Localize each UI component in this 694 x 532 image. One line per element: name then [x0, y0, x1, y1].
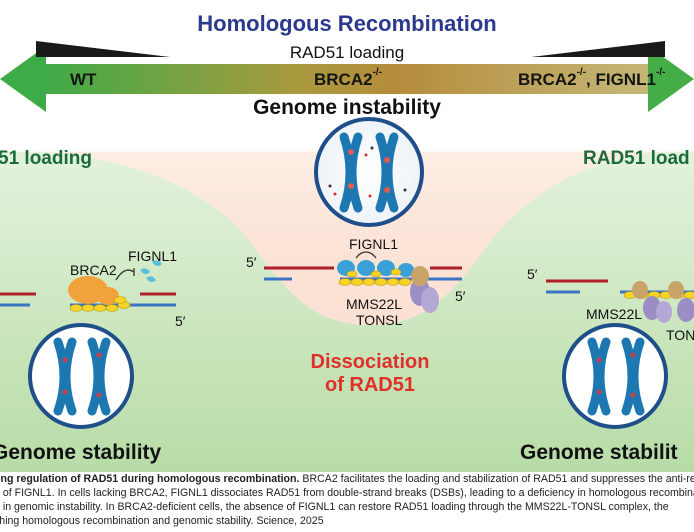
- wt-label: WT: [70, 70, 97, 89]
- double-null-label: BRCA2-/-, FIGNL1-/-: [518, 67, 666, 89]
- figure-caption: ting regulation of RAD51 during homologo…: [0, 472, 694, 528]
- center-five-prime-left: 5′: [246, 254, 257, 270]
- right-five-prime: 5′: [527, 266, 538, 282]
- center-mms22l-label: MMS22L: [346, 296, 403, 312]
- right-chromosomes: [587, 337, 645, 416]
- right-tonsl-label: TON: [666, 327, 694, 343]
- dissociation-line-2: of RAD51: [324, 374, 415, 396]
- left-genome-stability: Genome stability: [0, 441, 162, 464]
- green-valley: [0, 150, 694, 472]
- caption-line-1: ting regulation of RAD51 during homologo…: [0, 473, 694, 485]
- caption-line-3: g in genomic instability. In BRCA2-defic…: [0, 501, 669, 513]
- rad51-loading-bar: [40, 64, 654, 94]
- center-five-prime-right: 5′: [455, 288, 466, 304]
- left-rad51-loading: 51 loading: [0, 148, 92, 169]
- brca2-label: BRCA2: [70, 262, 117, 278]
- brca2-null-label: BRCA2-/-: [314, 67, 383, 89]
- left-chromosomes: [53, 337, 111, 416]
- figure-title: Homologous Recombination: [197, 11, 497, 36]
- dissociation-line-1: Dissociation: [310, 351, 430, 373]
- right-wedge: [531, 41, 665, 57]
- right-arrow-head: [648, 46, 694, 112]
- genome-instability-label: Genome instability: [253, 96, 441, 119]
- rad51-loading-label: RAD51 loading: [289, 43, 405, 62]
- left-wedge: [36, 41, 170, 57]
- caption-line-2: n of FIGNL1. In cells lacking BRCA2, FIG…: [0, 487, 694, 499]
- right-rad51-loading: RAD51 load: [583, 148, 690, 169]
- fignl1-fragments: [140, 260, 162, 283]
- center-chromosomes: [328, 132, 407, 213]
- left-five-prime: 5′: [175, 313, 186, 329]
- center-dna: [264, 251, 462, 313]
- right-genome-stability: Genome stabilit: [520, 441, 678, 464]
- center-tonsl-label: TONSL: [356, 312, 403, 328]
- center-fignl1-label: FIGNL1: [349, 236, 399, 252]
- right-dna: [546, 279, 694, 323]
- caption-line-4: shing homologous recombination and genom…: [0, 515, 324, 527]
- right-mms22l-label: MMS22L: [586, 306, 643, 322]
- left-dna: [0, 260, 176, 312]
- left-fignl1-label: FIGNL1: [128, 248, 178, 264]
- left-arrow-head: [0, 46, 46, 112]
